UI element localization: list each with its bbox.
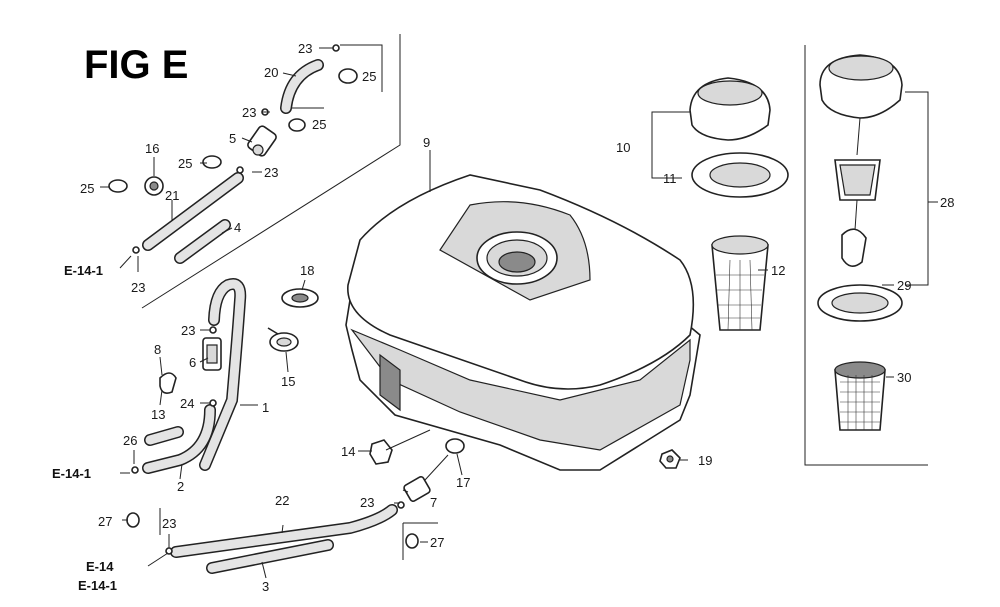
section-dividers — [141, 34, 928, 560]
washer-17 — [445, 438, 465, 454]
callout-11: 11 — [663, 171, 677, 186]
callout-23-b: 23 — [242, 105, 256, 120]
leader-lines — [100, 47, 894, 579]
callout-1: 1 — [262, 400, 269, 415]
hose-13 — [144, 426, 184, 446]
callout-4: 4 — [234, 220, 241, 235]
seal-11 — [691, 152, 789, 198]
clips-27 — [126, 512, 419, 549]
callout-23-g: 23 — [360, 495, 374, 510]
fuel-filter-5 — [247, 125, 277, 157]
callout-9: 9 — [423, 135, 430, 150]
callout-6: 6 — [189, 355, 196, 370]
hose-2 — [142, 404, 216, 474]
fuel-cap-10 — [689, 77, 771, 141]
callout-numbers: 1 2 3 4 5 6 7 8 9 10 11 12 13 14 15 16 1… — [80, 41, 954, 594]
callout-15: 15 — [281, 374, 295, 389]
callout-7: 7 — [430, 495, 437, 510]
fuel-cap-assembly-28 — [817, 54, 938, 431]
hose-3 — [206, 539, 334, 574]
callout-23-c: 23 — [264, 165, 278, 180]
hose-1 — [199, 278, 247, 471]
callout-24: 24 — [180, 396, 194, 411]
callout-20: 20 — [264, 65, 278, 80]
callout-23-e: 23 — [181, 323, 195, 338]
callout-2: 2 — [177, 479, 184, 494]
figure-title: FIG E — [84, 43, 188, 87]
ref-e-14-1-middle[interactable]: E-14-1 — [52, 466, 91, 481]
callout-3: 3 — [262, 579, 269, 594]
callout-25-d: 25 — [80, 181, 94, 196]
callout-17: 17 — [456, 475, 470, 490]
cross-references: E-14-1 E-14-1 E-14 E-14-1 — [52, 263, 117, 593]
clamps-25 — [108, 68, 358, 193]
callout-5: 5 — [229, 131, 236, 146]
callout-23-a: 23 — [298, 41, 312, 56]
ref-e-14-1-upper[interactable]: E-14-1 — [64, 263, 103, 278]
strainer-12 — [711, 235, 769, 331]
callout-23-d: 23 — [131, 280, 145, 295]
callout-28: 28 — [940, 195, 954, 210]
hose-20 — [280, 59, 324, 114]
callout-25-c: 25 — [178, 156, 192, 171]
hose-22 — [170, 504, 398, 558]
hose-4 — [174, 219, 231, 264]
clamp-15 — [267, 327, 299, 352]
callout-25-b: 25 — [312, 117, 326, 132]
bolt-14 — [369, 429, 431, 465]
hose-21 — [142, 172, 244, 251]
callout-14: 14 — [341, 444, 355, 459]
grommet-16 — [144, 176, 164, 196]
callout-29: 29 — [897, 278, 911, 293]
callout-18: 18 — [300, 263, 314, 278]
ref-e-14-lower[interactable]: E-14 — [86, 559, 114, 574]
ref-e-14-1-lower[interactable]: E-14-1 — [78, 578, 117, 593]
clip-8 — [159, 372, 177, 394]
callout-13: 13 — [151, 407, 165, 422]
callout-10: 10 — [616, 140, 630, 155]
fuel-filter-6 — [202, 337, 222, 371]
callout-12: 12 — [771, 263, 785, 278]
callout-27-b: 27 — [430, 535, 444, 550]
callout-30: 30 — [897, 370, 911, 385]
callout-19: 19 — [698, 453, 712, 468]
callout-22: 22 — [275, 493, 289, 508]
callout-8: 8 — [154, 342, 161, 357]
callout-27-a: 27 — [98, 514, 112, 529]
callout-21: 21 — [165, 188, 179, 203]
fuel-cock-7 — [403, 454, 449, 502]
callout-26: 26 — [123, 433, 137, 448]
callout-23-f: 23 — [162, 516, 176, 531]
callout-16: 16 — [145, 141, 159, 156]
clamp-18 — [281, 288, 319, 308]
leader-10 — [651, 111, 690, 179]
nut-19 — [659, 449, 681, 469]
fuel-tank — [345, 174, 701, 471]
callout-25-a: 25 — [362, 69, 376, 84]
